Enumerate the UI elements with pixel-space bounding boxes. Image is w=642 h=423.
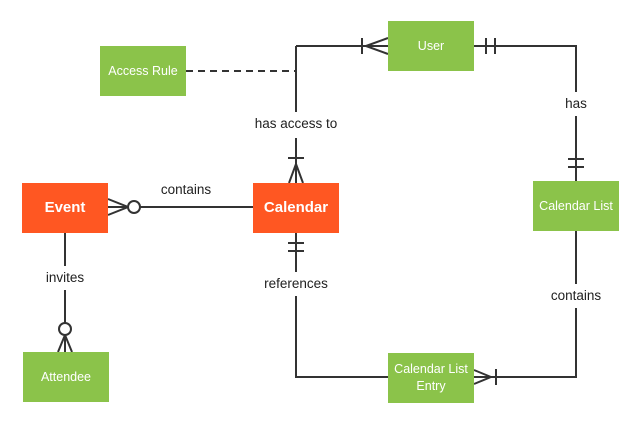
crow-foot-icon bbox=[473, 369, 492, 385]
entity-event[interactable]: Event bbox=[22, 183, 108, 233]
connector-calendar-has-access-to-user bbox=[288, 37, 389, 184]
connector-line bbox=[474, 308, 577, 378]
crow-foot-icon bbox=[107, 198, 129, 216]
entity-label: Calendar bbox=[263, 198, 329, 216]
entity-attendee[interactable]: Attendee bbox=[23, 352, 109, 402]
zero-circle-icon bbox=[58, 322, 72, 336]
relationship-label-references: references bbox=[261, 276, 331, 291]
crow-foot-icon bbox=[57, 334, 73, 353]
connector-calendar-list-contains-entry bbox=[473, 231, 577, 385]
crow-foot-icon bbox=[365, 37, 389, 55]
entity-access-rule[interactable]: Access Rule bbox=[100, 46, 186, 96]
connector-line bbox=[295, 296, 388, 378]
entity-label: Calendar List bbox=[539, 198, 613, 213]
connector-event-invites-attendee bbox=[57, 233, 73, 353]
connector-event-contains-calendar bbox=[107, 198, 253, 216]
entity-label: User bbox=[417, 38, 445, 53]
entity-label: Event bbox=[44, 198, 86, 216]
connector-entry-references-calendar bbox=[288, 233, 388, 378]
relationship-label-contains-event-calendar: contains bbox=[157, 182, 215, 197]
relationship-label-has-access-to: has access to bbox=[251, 116, 341, 131]
entity-calendar-list[interactable]: Calendar List bbox=[533, 181, 619, 231]
entity-user[interactable]: User bbox=[388, 21, 474, 71]
entity-label: Attendee bbox=[40, 369, 92, 384]
connector-user-has-calendar-list bbox=[474, 38, 584, 181]
connector-line bbox=[295, 45, 388, 112]
double-tick-icon bbox=[568, 158, 584, 168]
relationship-label-has: has bbox=[562, 96, 590, 111]
relationship-label-contains-list-entry: contains bbox=[547, 288, 605, 303]
entity-calendar-list-entry[interactable]: Calendar List Entry bbox=[388, 353, 474, 403]
zero-circle-icon bbox=[127, 200, 141, 214]
entity-label: Access Rule bbox=[108, 63, 178, 78]
entity-label: Calendar List Entry bbox=[394, 362, 468, 393]
double-tick-icon bbox=[288, 242, 304, 252]
crow-foot-icon bbox=[288, 163, 304, 184]
double-tick-icon bbox=[485, 38, 496, 54]
relationship-label-invites: invites bbox=[42, 270, 88, 285]
connector-line bbox=[474, 45, 577, 92]
entity-calendar[interactable]: Calendar bbox=[253, 183, 339, 233]
